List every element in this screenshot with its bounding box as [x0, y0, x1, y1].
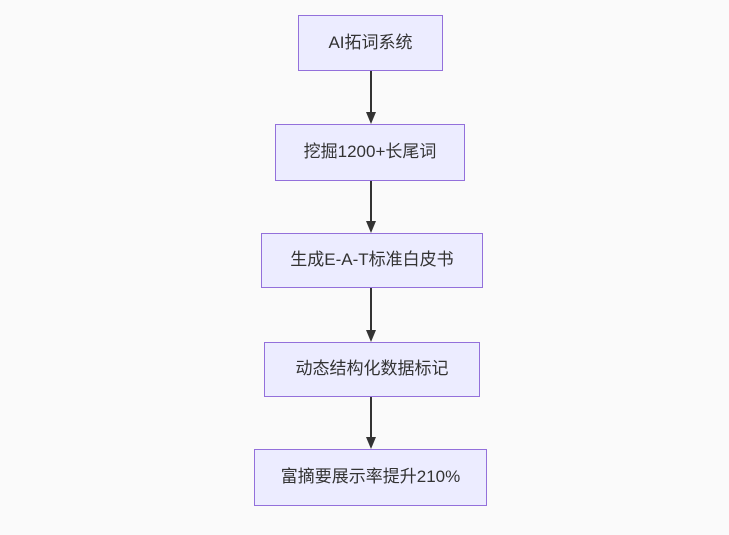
flow-node-longtail-keywords: 挖掘1200+长尾词 — [275, 124, 465, 181]
arrow-down-icon — [366, 71, 376, 124]
arrow-down-icon — [366, 397, 376, 449]
flow-node-structured-data-markup: 动态结构化数据标记 — [264, 342, 480, 397]
flow-node-eat-whitepaper: 生成E-A-T标准白皮书 — [261, 233, 483, 288]
arrow-down-icon — [366, 288, 376, 342]
flow-node-rich-snippet-rate: 富摘要展示率提升210% — [254, 449, 487, 506]
flow-node-ai-keyword-system: AI拓词系统 — [298, 15, 443, 71]
arrow-down-icon — [366, 181, 376, 233]
